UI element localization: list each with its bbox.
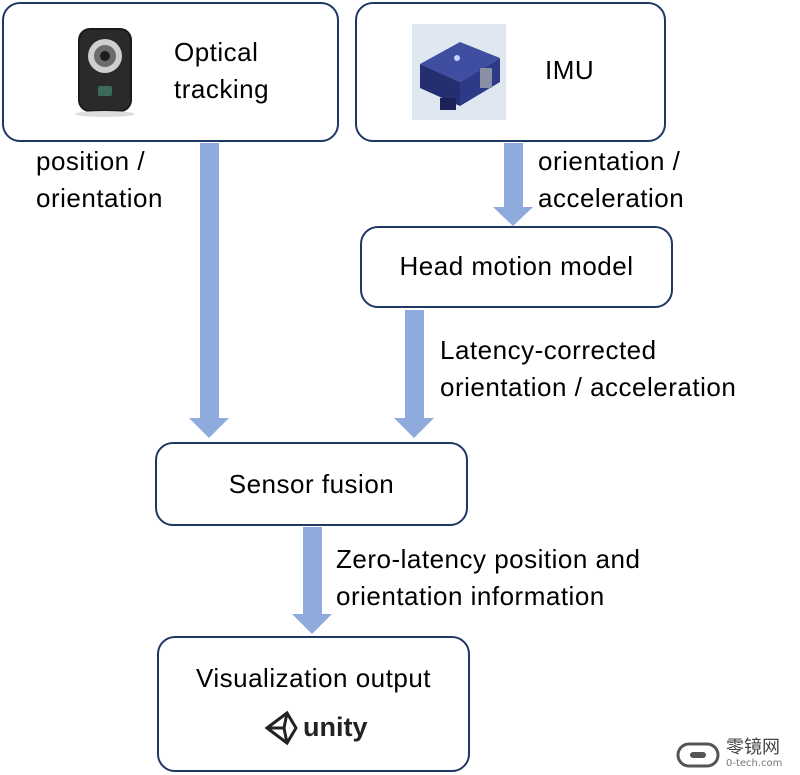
arrow-imu-to-head — [493, 143, 533, 226]
edge-optical-line2: orientation — [36, 183, 163, 213]
watermark-logo-icon — [676, 742, 720, 768]
imu-device-icon — [412, 24, 506, 120]
watermark: 零镜网 0-tech.com — [676, 737, 798, 773]
edge-fusion-line2: orientation information — [336, 581, 605, 611]
head-motion-label: Head motion model — [399, 251, 634, 281]
edge-optical-line1: position / — [36, 146, 146, 176]
optical-label-line1: Optical — [174, 37, 259, 67]
arrow-head-to-fusion — [394, 310, 434, 438]
edge-head-line2: orientation / acceleration — [440, 372, 737, 402]
arrow-optical-to-fusion — [189, 143, 229, 438]
optical-label-line2: tracking — [174, 74, 270, 104]
imu-node: IMU — [355, 2, 666, 142]
camera-icon — [58, 26, 152, 118]
sensor-fusion-node: Sensor fusion — [155, 442, 468, 526]
unity-logo-icon: unity — [263, 710, 373, 746]
visualization-output-node: Visualization output unity — [157, 636, 470, 772]
edge-imu-line1: orientation / — [538, 146, 681, 176]
sensor-fusion-label: Sensor fusion — [228, 469, 395, 499]
edge-imu-line2: acceleration — [538, 183, 685, 213]
imu-label: IMU — [545, 55, 595, 85]
edge-fusion-line1: Zero-latency position and — [336, 544, 641, 574]
watermark-brand: 零镜网 — [726, 737, 780, 758]
optical-tracking-node: Optical tracking — [2, 2, 339, 142]
watermark-domain: 0-tech.com — [726, 758, 783, 769]
unity-logo-text: unity — [303, 712, 368, 742]
head-motion-model-node: Head motion model — [360, 226, 673, 308]
edge-head-line1: Latency-corrected — [440, 335, 657, 365]
visualization-label: Visualization output — [195, 663, 431, 693]
arrow-fusion-to-visual — [292, 527, 332, 634]
